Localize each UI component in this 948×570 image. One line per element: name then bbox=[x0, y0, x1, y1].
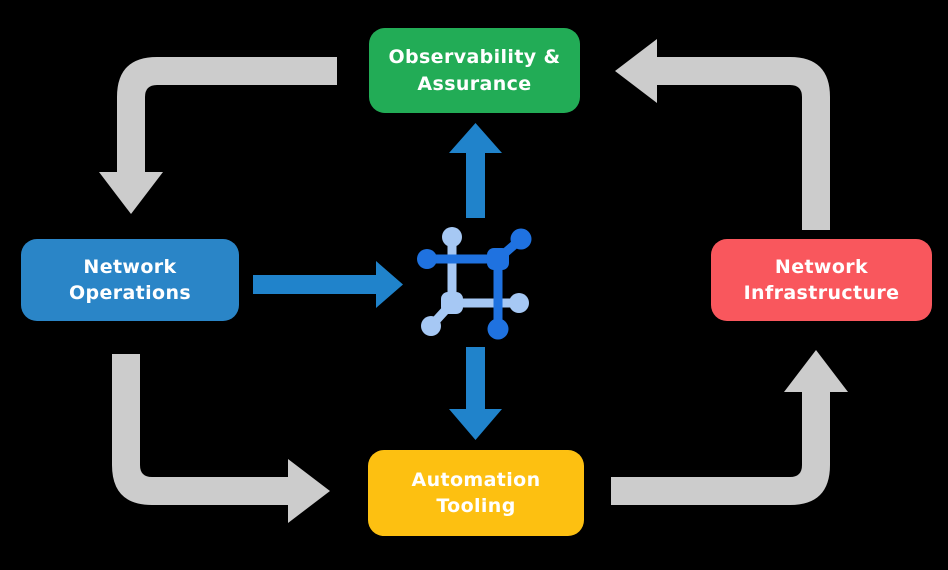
cycle-arrow-automation-to-infrastructure bbox=[611, 350, 848, 505]
icon-node-top bbox=[442, 227, 462, 247]
node-observability-assurance-label: Observability & Assurance bbox=[388, 46, 561, 95]
icon-node-top-right bbox=[510, 228, 532, 250]
node-network-operations-label: Network Operations bbox=[68, 255, 192, 304]
node-automation-tooling-label: Automation Tooling bbox=[411, 468, 541, 517]
icon-node-bottom bbox=[487, 318, 509, 340]
node-network-operations: Network Operations bbox=[21, 239, 239, 321]
node-network-infrastructure-label: Network Infrastructure bbox=[743, 255, 900, 304]
icon-junction-top-right bbox=[487, 248, 509, 270]
icon-node-bottom-left bbox=[421, 316, 441, 336]
cycle-arrow-observability-to-operations bbox=[99, 57, 337, 214]
flow-arrow-operations-to-center bbox=[253, 261, 403, 308]
cycle-arrow-operations-to-automation bbox=[112, 354, 330, 523]
cycle-arrows bbox=[99, 39, 848, 523]
icon-node-right bbox=[509, 293, 529, 313]
flow-arrow-center-to-automation bbox=[449, 347, 502, 440]
node-automation-tooling: Automation Tooling bbox=[368, 450, 584, 536]
node-observability-assurance: Observability & Assurance bbox=[369, 28, 580, 113]
network-mesh-icon bbox=[417, 227, 532, 340]
cycle-arrow-infrastructure-to-observability bbox=[615, 39, 830, 230]
icon-node-left bbox=[417, 249, 437, 269]
flow-arrows bbox=[253, 123, 502, 440]
node-network-infrastructure: Network Infrastructure bbox=[711, 239, 932, 321]
flow-arrow-center-to-observability bbox=[449, 123, 502, 218]
icon-junction-bottom-left bbox=[441, 292, 463, 314]
